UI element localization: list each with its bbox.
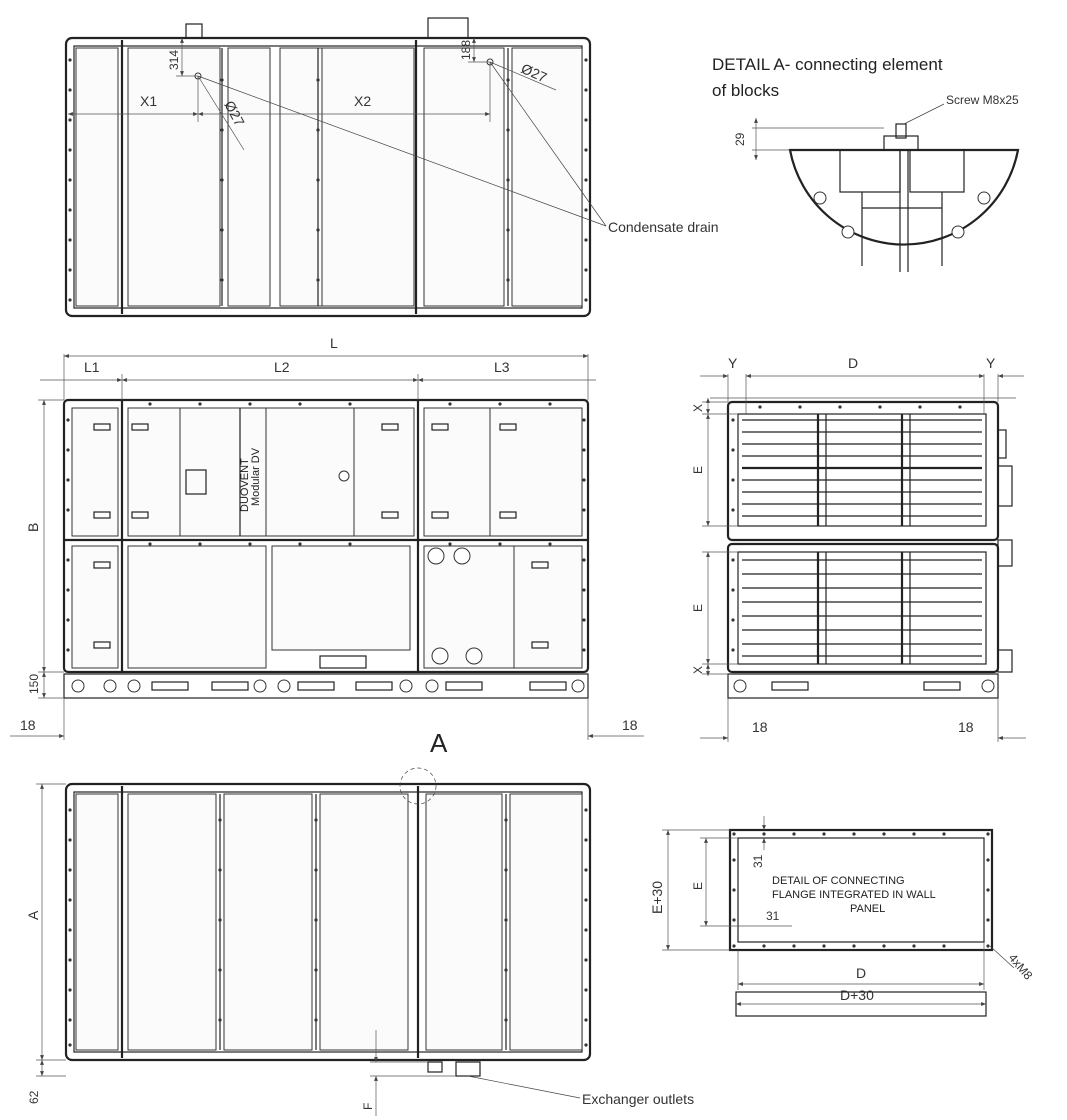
- brand-sub-label: Modular DV: [250, 447, 262, 506]
- condensate-drain-label: Condensate drain: [608, 219, 719, 235]
- dim-D30: D+30: [840, 987, 874, 1003]
- brand-label: DUOVENT: [239, 458, 251, 512]
- dim-A: A: [25, 910, 41, 920]
- top-view: [64, 17, 607, 318]
- dim-62: 62: [27, 1090, 41, 1104]
- exchanger-outlets-label: Exchanger outlets: [582, 1091, 694, 1107]
- screw-label: Screw M8x25: [946, 93, 1019, 107]
- dim-E-top: E: [691, 466, 705, 474]
- dim-Y-right: Y: [986, 355, 996, 371]
- dim-x1: X1: [140, 93, 157, 109]
- dim-L1: L1: [84, 359, 100, 375]
- flange-note-line2: FLANGE INTEGRATED IN WALL: [772, 889, 936, 901]
- dim-B: B: [25, 523, 41, 532]
- dim-X-bottom: X: [691, 666, 705, 674]
- dim-31-top: 31: [751, 854, 765, 868]
- detail-a-drawing: [752, 103, 1020, 272]
- detail-a-title-line2: of blocks: [712, 81, 779, 100]
- dim-4xM8: 4xM8: [1006, 951, 1036, 983]
- detail-a-title-line1: DETAIL A- connecting element: [712, 55, 943, 74]
- dim-31-side: 31: [766, 909, 780, 923]
- dim-L: L: [330, 335, 338, 351]
- dim-E-flange: E: [691, 882, 705, 890]
- dim-D-side: D: [848, 355, 858, 371]
- dim-F: F: [361, 1103, 375, 1110]
- dim-314: 314: [167, 50, 181, 70]
- dim-29: 29: [733, 132, 747, 146]
- dim-Y-left: Y: [728, 355, 738, 371]
- dim-X-top: X: [691, 404, 705, 412]
- dim-18-left: 18: [20, 717, 36, 733]
- flange-note-line1: DETAIL OF CONNECTING: [772, 875, 905, 887]
- bottom-view: [36, 767, 592, 1116]
- dim-E-bottom: E: [691, 604, 705, 612]
- side-view: [700, 374, 1026, 742]
- dim-150: 150: [27, 674, 41, 694]
- dim-L2: L2: [274, 359, 290, 375]
- front-view: [10, 354, 644, 740]
- dim-L3: L3: [494, 359, 510, 375]
- dim-D-flange: D: [856, 965, 866, 981]
- dim-x2: X2: [354, 93, 371, 109]
- dim-18-side-left: 18: [752, 719, 768, 735]
- dim-188: 188: [459, 40, 473, 60]
- flange-note-line3: PANEL: [850, 903, 885, 915]
- flange-detail: [662, 816, 1015, 1017]
- dim-18-right: 18: [622, 717, 638, 733]
- dim-E30: E+30: [649, 881, 665, 914]
- view-label-a: A: [430, 728, 448, 758]
- dim-18-side-right: 18: [958, 719, 974, 735]
